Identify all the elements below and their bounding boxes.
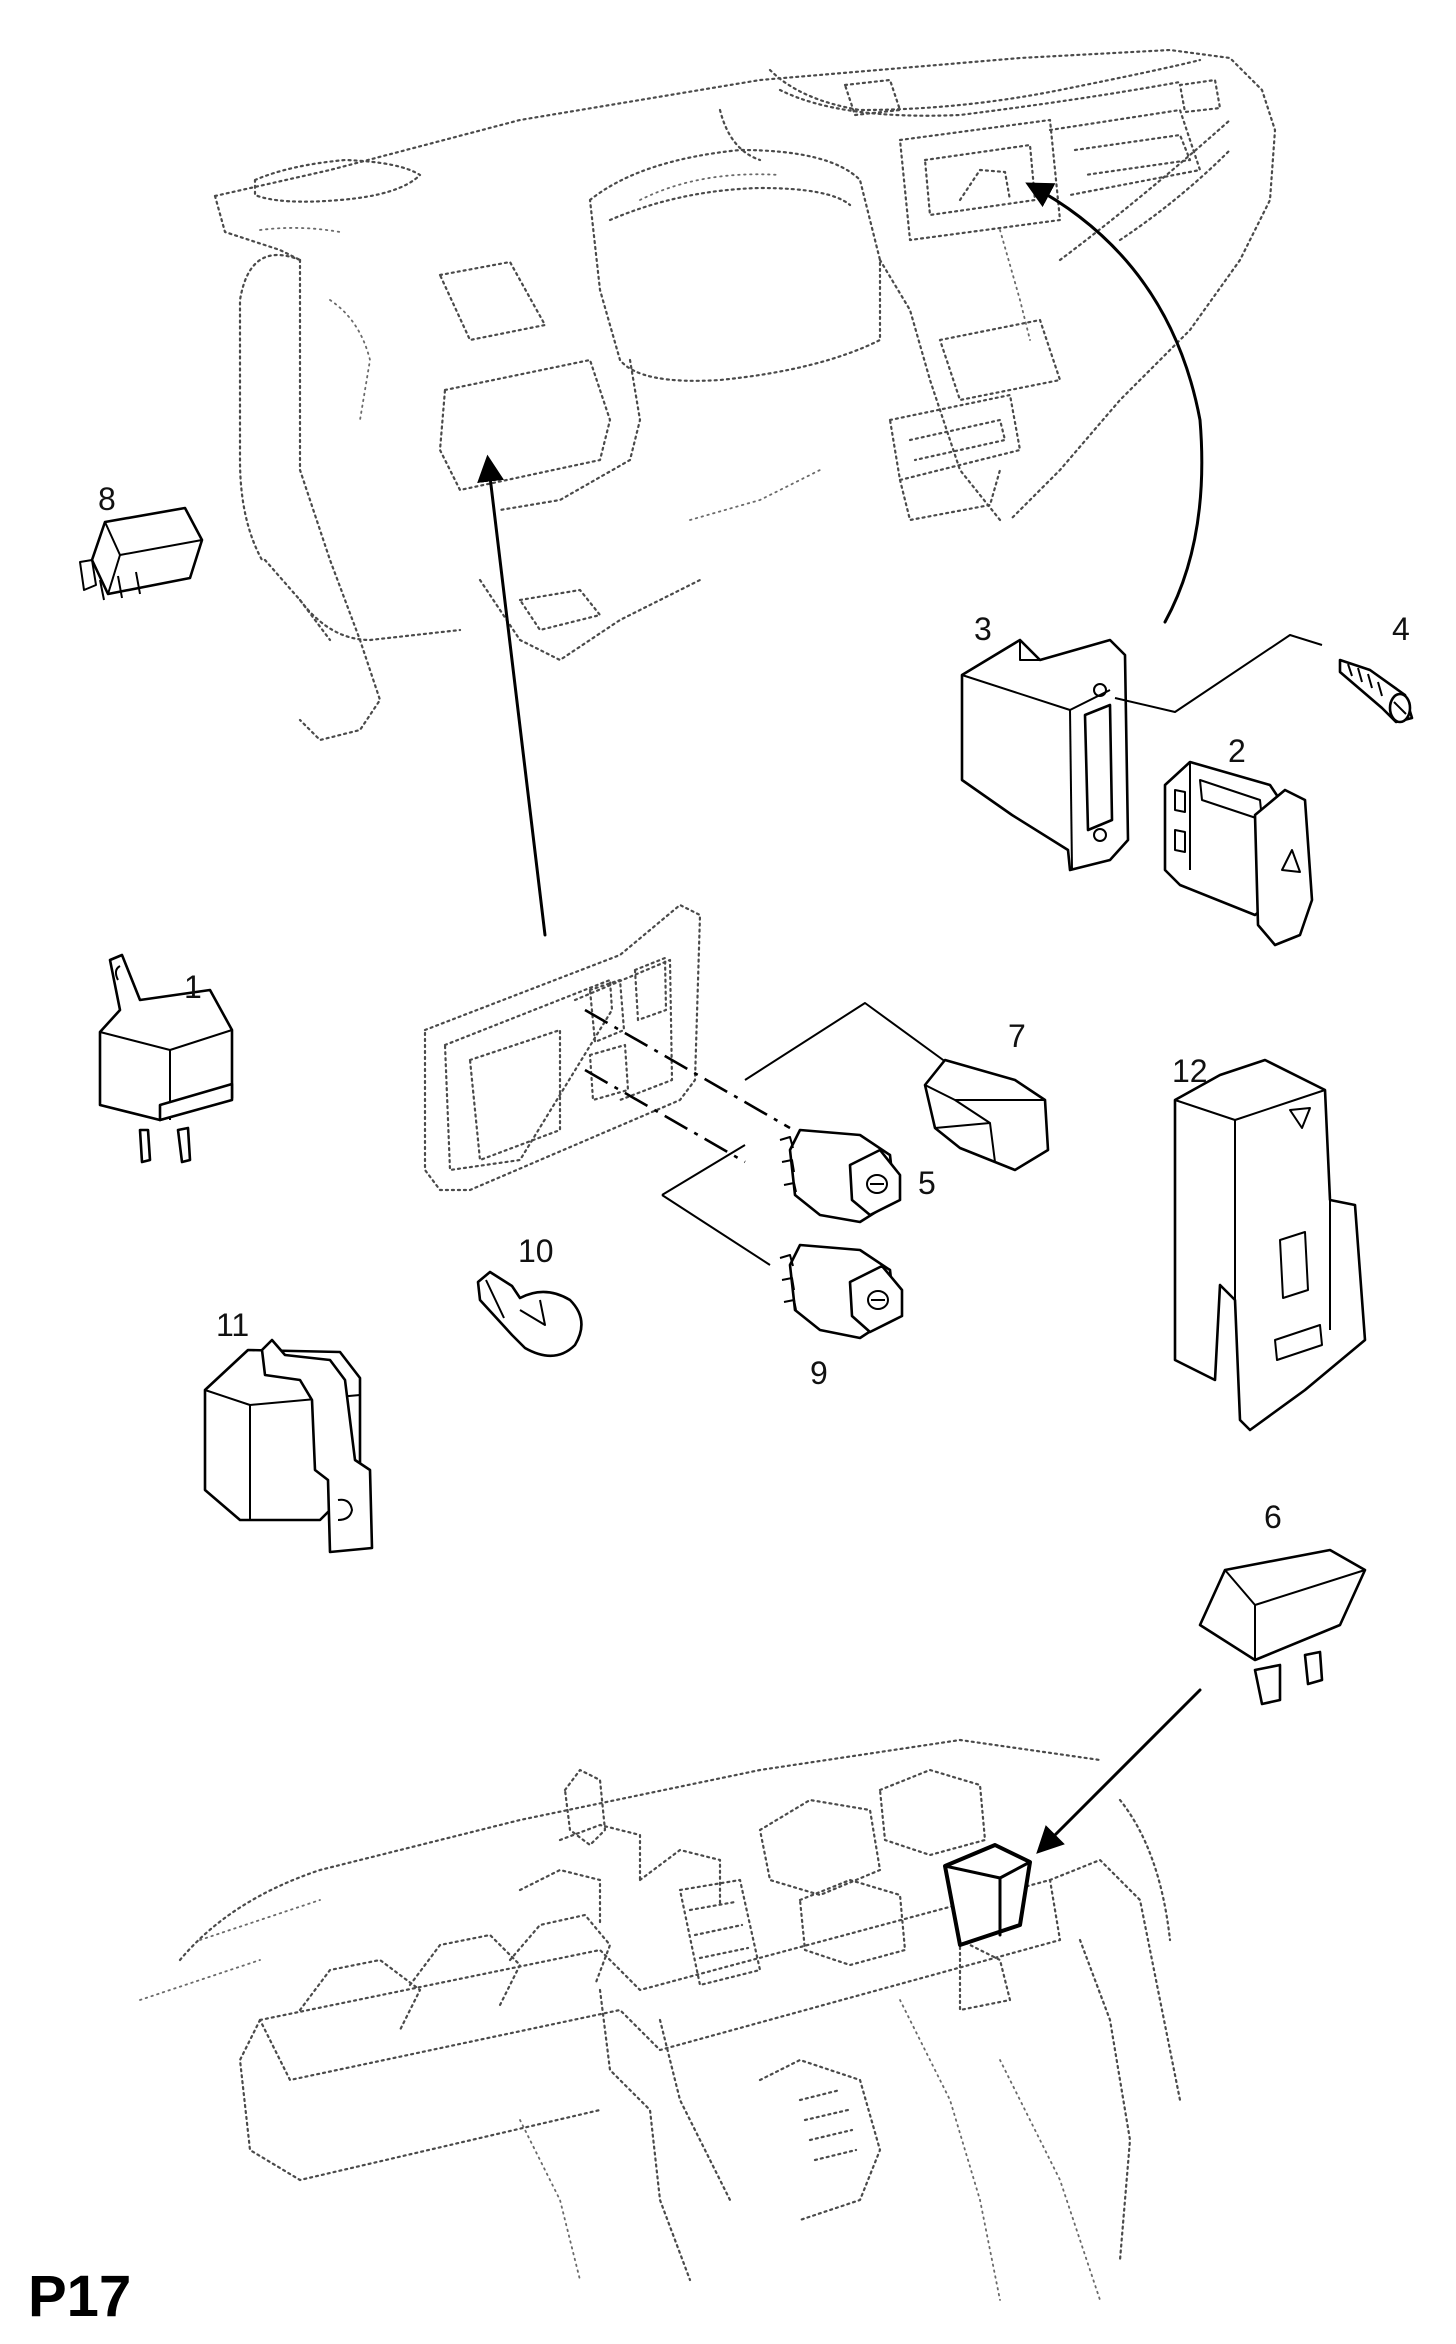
part-1-relay-bracket bbox=[98, 953, 234, 1164]
callout-labels: 1 2 3 4 5 6 7 8 9 10 11 12 bbox=[98, 481, 1410, 1535]
callout-6: 6 bbox=[1264, 1499, 1282, 1535]
callout-12: 12 bbox=[1172, 1053, 1208, 1089]
callout-10: 10 bbox=[518, 1233, 554, 1269]
arrow-hazard-switch-to-dash bbox=[1025, 182, 1204, 624]
callout-5: 5 bbox=[918, 1165, 936, 1201]
connector-line-3-to-4 bbox=[1114, 634, 1323, 713]
arrow-relay-6-to-fusebox bbox=[1036, 1688, 1202, 1854]
part-11-relay-clip bbox=[203, 1338, 374, 1554]
leader-arrows bbox=[477, 182, 1204, 1854]
callout-4: 4 bbox=[1392, 611, 1410, 647]
fuse-box-illustration bbox=[139, 1738, 1182, 2301]
part-5-switch bbox=[779, 1128, 902, 1224]
part-group-bracket-5-7-9 bbox=[661, 1002, 951, 1266]
part-4-screw bbox=[1338, 658, 1414, 724]
callout-8: 8 bbox=[98, 481, 116, 517]
callout-3: 3 bbox=[974, 611, 992, 647]
callout-2: 2 bbox=[1228, 733, 1246, 769]
part-7-cover-cap bbox=[923, 1058, 1050, 1172]
callout-7: 7 bbox=[1008, 1018, 1026, 1054]
switch-mounting-panel bbox=[423, 903, 702, 1192]
fuse-box-relay-slot-highlight bbox=[943, 1843, 1032, 1947]
part-2-hazard-switch bbox=[1163, 760, 1314, 947]
callout-11: 11 bbox=[216, 1307, 249, 1343]
part-9-switch bbox=[779, 1243, 904, 1340]
callout-9: 9 bbox=[810, 1355, 828, 1391]
part-8-relay-small bbox=[79, 506, 204, 601]
part-10-bulb bbox=[476, 1270, 583, 1358]
part-3-switch-frame bbox=[960, 638, 1130, 872]
part-6-relay bbox=[1198, 1548, 1367, 1706]
arrow-switch-panel-to-dash bbox=[477, 454, 547, 937]
part-12-trim-cover bbox=[1173, 1058, 1367, 1432]
callout-1: 1 bbox=[184, 969, 202, 1005]
dashboard-illustration bbox=[213, 48, 1277, 742]
page-code: P17 bbox=[28, 2264, 131, 2329]
alignment-lines bbox=[584, 1008, 791, 1164]
